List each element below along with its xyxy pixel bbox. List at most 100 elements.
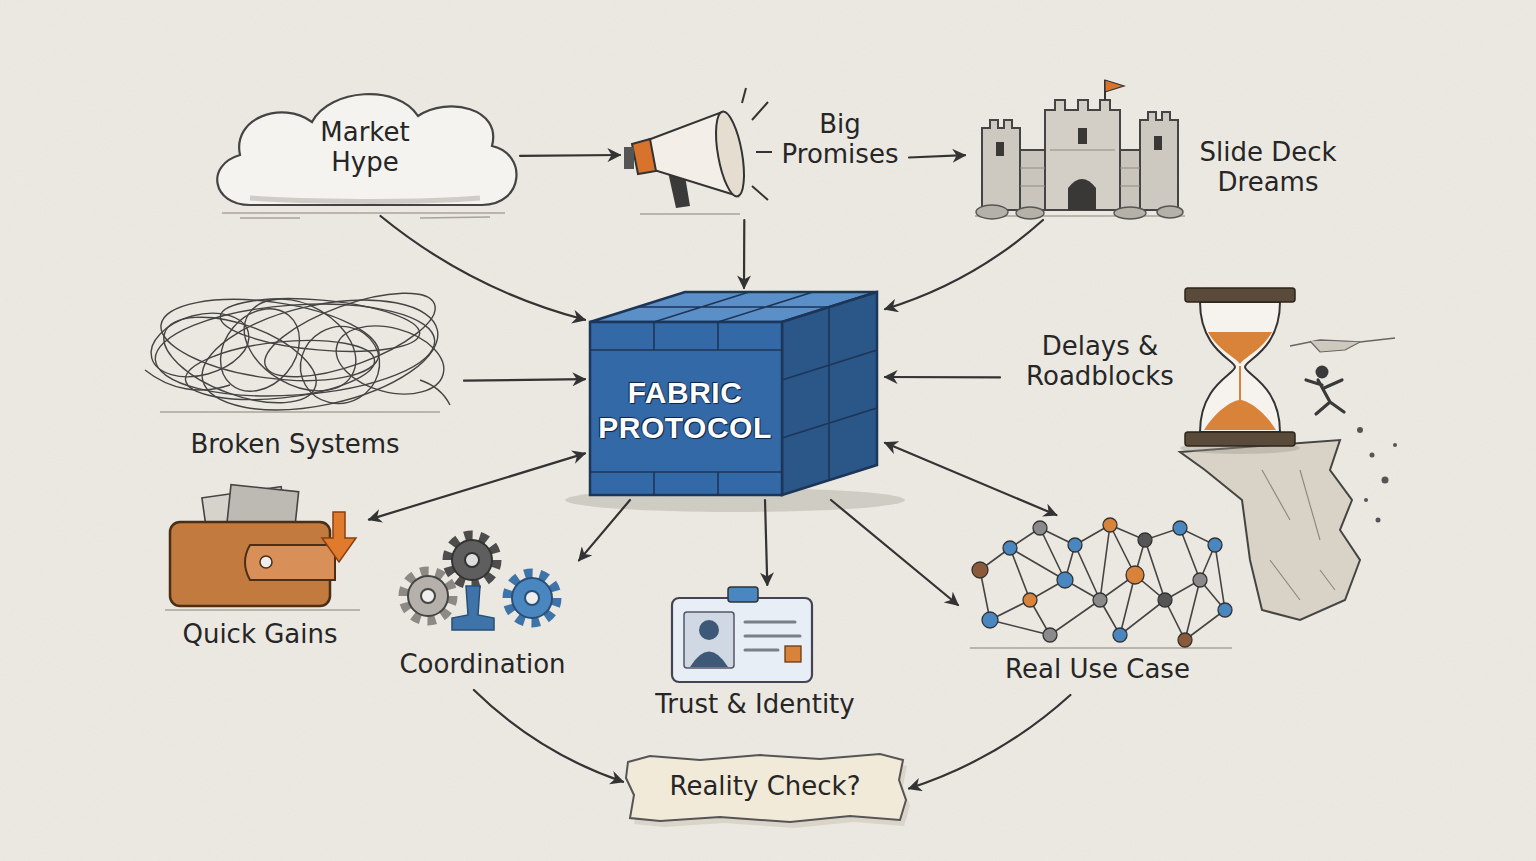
megaphone-icon (632, 139, 656, 174)
network-icon (982, 612, 998, 628)
cliff-scene (1382, 477, 1389, 484)
connector-arrow (909, 155, 965, 157)
hourglass-icon (1185, 288, 1295, 302)
cliff-scene (1306, 380, 1344, 414)
castle-icon (1016, 207, 1044, 219)
cube-icon (782, 307, 877, 480)
protocol-cube: FABRIC PROTOCOL (585, 288, 885, 500)
megaphone-icon (624, 88, 772, 214)
tangle-scribble (286, 312, 393, 418)
connector-arrow (885, 443, 1056, 515)
connector-arrow (579, 500, 630, 560)
castle-icon (1114, 207, 1146, 219)
network-icon (1138, 533, 1152, 547)
cloud-icon (250, 198, 480, 201)
castle-icon (996, 142, 1004, 156)
tangle-scribble (329, 315, 452, 405)
cliff-scene (1310, 341, 1360, 352)
castle-icon (1157, 206, 1183, 218)
network-icon (1173, 521, 1187, 535)
castle-icon (982, 120, 1020, 210)
castle-icon (1020, 150, 1140, 186)
network-icon (1093, 593, 1107, 607)
connector-arrow (743, 220, 745, 288)
megaphone-icon (640, 213, 740, 214)
tangle-scribble (192, 281, 448, 429)
cliff-scene (1364, 498, 1368, 502)
gears-icon (404, 536, 556, 630)
id-card-icon (728, 587, 758, 602)
gears-icon (508, 574, 556, 622)
paper-banner (626, 754, 910, 828)
hourglass-node: Delays & Roadblocks (1000, 285, 1295, 450)
node-label: FABRIC PROTOCOL (590, 376, 780, 445)
node-label: Quick Gains (155, 620, 365, 650)
wallet-icon (245, 545, 335, 580)
castle-icon (1078, 128, 1087, 144)
paper-banner (626, 754, 906, 822)
castle-icon (1154, 136, 1162, 150)
cube-icon (782, 292, 877, 495)
castle-icon (975, 80, 1185, 219)
connector-arrow (885, 376, 1000, 379)
castle-icon (1105, 80, 1124, 92)
node-label: Real Use Case (960, 655, 1235, 685)
network-icon (1068, 538, 1082, 552)
connector-arrow (474, 690, 623, 782)
cube-icon (565, 292, 905, 512)
wallet-icon (322, 512, 356, 562)
gears-node: Coordination (388, 528, 579, 690)
cloud-icon (217, 94, 516, 205)
network-icon (1113, 628, 1127, 642)
wallet-icon (165, 609, 360, 610)
cube-icon (637, 292, 829, 322)
network-icon (1057, 572, 1073, 588)
node-label: Big Promises (775, 110, 905, 170)
gears-icon (448, 536, 496, 584)
cliff-scene (1370, 453, 1375, 458)
connector-arrow (885, 220, 1043, 309)
megaphone-icon (624, 147, 634, 169)
network-icon (970, 647, 1232, 648)
gears-icon (508, 574, 556, 622)
connector-arrow (520, 154, 620, 157)
wallet-icon (165, 485, 360, 610)
id-card-icon (672, 598, 812, 682)
id-card-icon (785, 646, 801, 662)
cliff-scene (1357, 427, 1363, 433)
network-icon (1043, 628, 1057, 642)
castle-icon (1068, 179, 1096, 210)
wallet-icon (260, 556, 272, 568)
id-card-node: Trust & Identity (643, 585, 869, 730)
connector-arrow (909, 695, 1070, 789)
cliff-scene (1180, 338, 1397, 620)
id-card-icon (672, 587, 812, 682)
network-icon (1023, 593, 1037, 607)
castle-node: Slide Deck Dreams (965, 85, 1355, 220)
gears-icon (452, 540, 492, 580)
tangle-scribble (145, 370, 450, 405)
cliff-scene (1376, 518, 1381, 523)
network-icon (1103, 518, 1117, 532)
hourglass-icon (1180, 288, 1300, 454)
tangle-scribble (218, 291, 422, 358)
cube-icon (590, 322, 782, 495)
megaphone-node: Big Promises (620, 95, 909, 220)
tangle-scribble (144, 276, 451, 429)
connector-arrow (765, 500, 767, 585)
castle-icon (976, 205, 1008, 219)
gears-icon (452, 586, 494, 630)
node-label: Slide Deck Dreams (1183, 138, 1353, 198)
hourglass-icon (1185, 432, 1295, 446)
gears-icon (421, 589, 435, 603)
connector-arrow (464, 379, 585, 381)
node-label: Broken Systems (130, 430, 460, 460)
network-icon (1003, 541, 1017, 555)
gears-icon (448, 536, 496, 584)
hourglass-icon (1204, 400, 1276, 430)
megaphone-icon (742, 88, 772, 200)
network-icon (1126, 566, 1144, 584)
node-label: Delays & Roadblocks (1005, 332, 1195, 392)
network-node: Real Use Case (958, 515, 1239, 695)
